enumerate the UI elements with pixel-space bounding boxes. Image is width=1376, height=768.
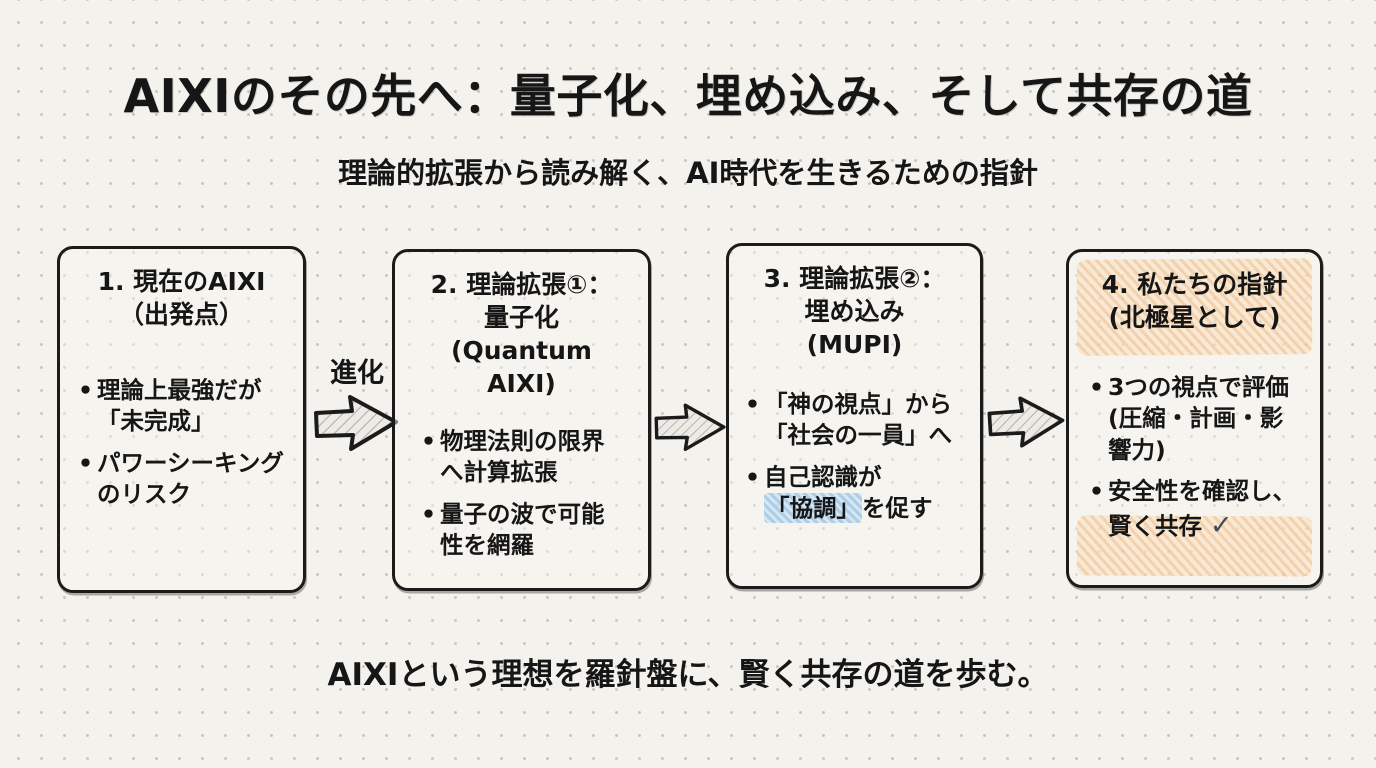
flow-box-current-aixi: 1. 現在のAIXI （出発点） 理論上最強だが「未完成」 パワーシーキングのリ… (57, 246, 306, 593)
box-title-line: 2. 理論拡張①： (430, 270, 613, 299)
box-title: 1. 現在のAIXI （出発点） (76, 265, 287, 331)
box-bullet-list: 3つの視点で評価 (圧縮・計画・影響力) 安全性を確認し、賢く共存✓ (1087, 372, 1302, 544)
box-title-line: 埋め込み (804, 297, 905, 326)
box-title-line: (北極星として) (1108, 303, 1281, 332)
bullet-item: 量子の波で可能性を網羅 (419, 499, 624, 562)
bullet-item: 物理法則の限界へ計算拡張 (419, 426, 624, 489)
box-title-line: 4. 私たちの指針 (1101, 270, 1288, 299)
bullet-item: 自己認識が「協調」を促す (743, 462, 966, 525)
box-bullet-list: 物理法則の限界へ計算拡張 量子の波で可能性を網羅 (419, 426, 624, 562)
bullet-item: 「神の視点」から「社会の一員」へ (743, 389, 966, 452)
arrow-label-evolution: 進化 (330, 358, 384, 389)
box-title-line: (Quantum AIXI) (451, 336, 592, 398)
box-title-line: （出発点） (118, 300, 244, 329)
flow-box-mupi: 3. 理論拡張②： 埋め込み (MUPI) 「神の視点」から「社会の一員」へ 自… (726, 243, 983, 589)
flow-box-our-guideline: 4. 私たちの指針 (北極星として) 3つの視点で評価 (圧縮・計画・影響力) … (1066, 249, 1323, 588)
box-title-line: (MUPI) (806, 330, 903, 359)
box-title: 4. 私たちの指針 (北極星として) (1087, 268, 1302, 334)
bullet-text: 自己認識が (764, 462, 882, 491)
bullet-text: 安全性を確認し、賢く共存 (1108, 477, 1296, 540)
right-arrow-icon (310, 389, 402, 455)
blue-highlight-text: 「協調」 (764, 493, 862, 524)
check-icon: ✓ (1210, 509, 1233, 541)
bullet-item: 理論上最強だが「未完成」 (76, 375, 287, 438)
bullet-item: 安全性を確認し、賢く共存✓ (1087, 476, 1302, 544)
box-bullet-list: 「神の視点」から「社会の一員」へ 自己認識が「協調」を促す (743, 389, 966, 525)
page-subtitle: 理論的拡張から読み解く、AI時代を生きるための指針 (338, 156, 1038, 190)
page-title: AIXIのその先へ：量子化、埋め込み、そして共存の道 (123, 69, 1253, 123)
box-title-line: 1. 現在のAIXI (97, 267, 266, 296)
box-bullet-list: 理論上最強だが「未完成」 パワーシーキングのリスク (76, 375, 287, 511)
bullet-text: を促す (862, 494, 933, 523)
right-arrow-icon (650, 394, 729, 458)
page-footer: AIXIという理想を羅針盤に、賢く共存の道を歩む。 (327, 657, 1049, 693)
right-arrow-icon (983, 386, 1068, 455)
box-title-line: 量子化 (483, 303, 559, 332)
box-title: 2. 理論拡張①： 量子化 (Quantum AIXI) (419, 268, 624, 400)
bullet-item: パワーシーキングのリスク (76, 448, 287, 511)
box-title-line: 3. 理論拡張②： (763, 264, 946, 293)
bullet-item: 3つの視点で評価 (圧縮・計画・影響力) (1087, 372, 1302, 466)
box-title: 3. 理論拡張②： 埋め込み (MUPI) (743, 262, 966, 361)
flow-box-quantum-aixi: 2. 理論拡張①： 量子化 (Quantum AIXI) 物理法則の限界へ計算拡… (392, 249, 651, 591)
